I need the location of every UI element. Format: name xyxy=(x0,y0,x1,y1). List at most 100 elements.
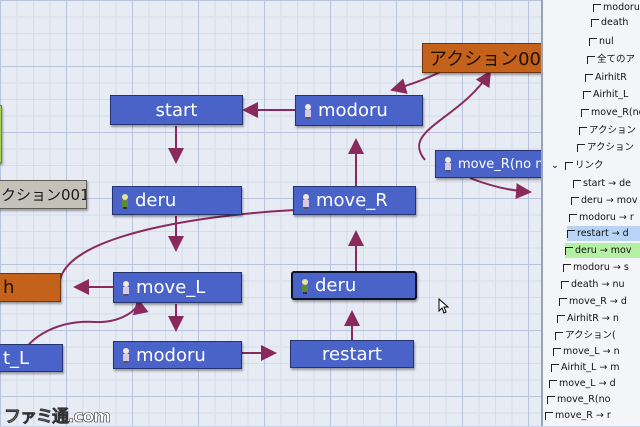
flag-icon xyxy=(581,108,589,117)
tree-item-label: move_R → r xyxy=(555,410,611,421)
node-label: t_L xyxy=(3,347,30,369)
flag-icon xyxy=(553,347,561,356)
flag-icon xyxy=(577,143,585,152)
tree-item[interactable]: アクション xyxy=(577,140,634,155)
tree-item[interactable]: move_R(no xyxy=(547,392,610,407)
tree-item-label: modoru → r xyxy=(579,212,634,223)
link-lines xyxy=(19,70,532,361)
node-label: move_R(no mo xyxy=(458,156,548,172)
character-icon xyxy=(303,193,309,209)
node-label: deru xyxy=(135,190,177,211)
tree-item-label: deru → mov xyxy=(575,245,632,256)
node-modoru-bottom[interactable]: modoru xyxy=(113,341,242,369)
tree-item-label: AirhitR → n xyxy=(567,313,619,324)
flag-icon xyxy=(569,213,577,222)
node-label: deru xyxy=(315,275,357,296)
tree-item-label: アクション xyxy=(589,125,637,136)
flag-icon xyxy=(571,196,579,205)
tree-item-label: deru → mov xyxy=(581,195,638,206)
flag-icon xyxy=(583,90,591,99)
tree-item[interactable]: アクション( xyxy=(555,328,616,343)
flag-icon xyxy=(565,246,573,255)
node-deru-left[interactable]: deru xyxy=(112,186,242,215)
link-tl-movel[interactable] xyxy=(19,298,149,359)
tree-item[interactable]: アクション xyxy=(579,123,636,138)
tree-item[interactable]: move_L → d xyxy=(549,376,616,391)
flag-icon xyxy=(587,55,595,64)
character-icon xyxy=(302,278,308,294)
node-label: restart xyxy=(321,343,382,365)
watermark-logo: ファミ通.com xyxy=(4,407,112,427)
tree-item-highlighted[interactable]: deru → mov xyxy=(565,243,640,258)
tree-item-label: リンク xyxy=(574,160,604,171)
flag-icon xyxy=(585,73,593,82)
flag-icon xyxy=(593,3,601,12)
node-modoru-top[interactable]: modoru xyxy=(295,95,423,126)
flag-icon xyxy=(561,280,569,289)
node-start[interactable]: start xyxy=(110,95,243,125)
node-action001[interactable]: クション001 xyxy=(0,180,87,209)
tree-item[interactable]: AirhitR → n xyxy=(557,311,619,326)
tree-item[interactable]: nul xyxy=(589,34,614,49)
tree-item[interactable]: move_R(no xyxy=(581,105,640,120)
flag-icon xyxy=(545,411,553,420)
tree-item[interactable]: Airhit_L → m xyxy=(551,360,620,375)
flag-icon xyxy=(564,161,573,170)
link-moverno-action002[interactable] xyxy=(418,70,492,161)
tree-item[interactable]: move_R → r xyxy=(545,408,611,423)
action-tree-panel[interactable]: modoru death nul 全てのア AirhitR Airhit_L m… xyxy=(541,0,640,426)
flag-icon xyxy=(563,263,571,272)
tree-item-label: 全てのア xyxy=(597,54,636,65)
link-mover-h[interactable] xyxy=(59,209,296,281)
node-h-fragment[interactable]: h xyxy=(0,273,61,302)
node-deru-right-selected[interactable]: deru xyxy=(291,271,417,300)
link-action002-modoru[interactable] xyxy=(390,71,441,94)
tree-item[interactable]: deru → mov xyxy=(571,193,638,208)
node-label: h xyxy=(3,277,15,298)
tree-item[interactable]: AirhitR xyxy=(585,70,627,85)
link-moverno-tree[interactable] xyxy=(469,177,532,200)
tree-item[interactable]: modoru → r xyxy=(569,210,634,225)
character-icon xyxy=(305,103,311,119)
tree-item[interactable]: 全てのア xyxy=(587,52,635,67)
flag-icon xyxy=(557,314,565,323)
tree-item[interactable]: Airhit_L xyxy=(583,87,628,102)
node-action002[interactable]: アクション002 xyxy=(422,43,548,73)
tree-item[interactable]: death xyxy=(591,15,628,30)
flag-icon xyxy=(589,37,597,46)
tree-item-label: death → nu xyxy=(571,279,625,290)
node-t-l-fragment[interactable]: t_L xyxy=(0,344,63,372)
mouse-cursor-icon xyxy=(438,298,450,314)
tree-item-label: restart → d xyxy=(577,228,629,239)
tree-item-label: AirhitR xyxy=(595,72,627,83)
character-icon xyxy=(445,157,451,172)
flag-icon xyxy=(573,179,581,188)
flag-icon xyxy=(567,229,575,238)
tree-item-label: Airhit_L → m xyxy=(561,362,620,373)
node-green-edge[interactable] xyxy=(0,105,2,163)
tree-item[interactable]: modoru → s xyxy=(563,260,629,275)
tree-item-label: move_L → n xyxy=(563,346,620,357)
node-move-l[interactable]: move_L xyxy=(113,272,242,303)
tree-item-selected[interactable]: restart → d xyxy=(567,226,640,241)
action-graph-canvas[interactable]: アクション002 start modoru move_R(no mo クション0… xyxy=(0,0,548,426)
tree-item[interactable]: move_L → n xyxy=(553,344,620,359)
tree-folder-links[interactable]: ⌄リンク xyxy=(551,158,603,173)
node-restart[interactable]: restart xyxy=(290,340,414,368)
node-label: move_R xyxy=(316,190,388,211)
flag-icon xyxy=(549,379,557,388)
flag-icon xyxy=(555,331,563,340)
node-label: move_L xyxy=(136,277,206,298)
node-move-r-no-motion[interactable]: move_R(no mo xyxy=(435,150,548,178)
tree-item-label: move_R(no xyxy=(591,107,640,118)
tree-item[interactable]: move_R → d xyxy=(559,294,627,309)
flag-icon xyxy=(551,363,559,372)
tree-item-label: アクション xyxy=(587,142,635,153)
flag-icon xyxy=(579,126,587,135)
tree-item[interactable]: modoru xyxy=(593,0,640,15)
tree-item[interactable]: death → nu xyxy=(561,277,624,292)
node-label: modoru xyxy=(136,344,206,366)
node-move-r[interactable]: move_R xyxy=(293,186,416,215)
node-label: modoru xyxy=(318,100,388,121)
tree-item[interactable]: start → de xyxy=(573,176,631,191)
